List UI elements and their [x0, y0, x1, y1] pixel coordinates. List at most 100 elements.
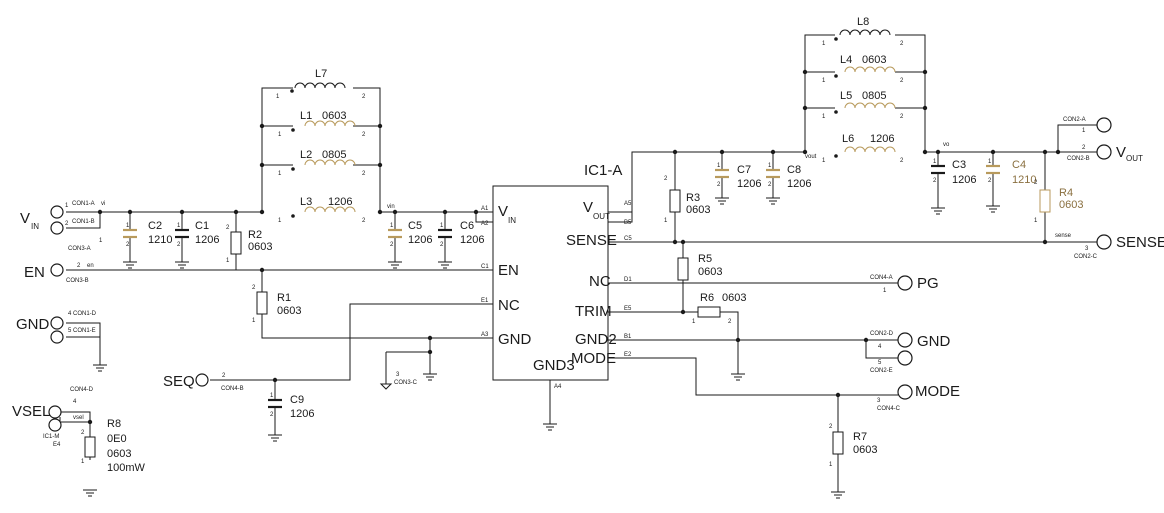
vin-label-main: V	[20, 210, 30, 227]
ground-icon	[831, 491, 845, 499]
l3-ref: L3	[300, 196, 312, 208]
vout-terminal-pad-1[interactable]	[1096, 117, 1112, 133]
r4-pin1: 1	[1034, 218, 1038, 224]
r1-pin2: 2	[252, 285, 256, 291]
ground-symbols	[83, 197, 1000, 499]
l5-pin1: 1	[822, 114, 826, 120]
r8-ref: R8	[107, 418, 121, 430]
r7-value: 0603	[853, 444, 877, 456]
ground-icon	[175, 261, 189, 269]
inductor-l8: L8 1 2	[822, 16, 904, 47]
seq-terminal-pad[interactable]	[195, 373, 209, 387]
capacitor-c9: 1 2 C9 1206	[267, 393, 314, 420]
sense-pin: 3	[1085, 246, 1089, 252]
ic-name: IC1-A	[584, 162, 622, 179]
sense-terminal-pad[interactable]	[1096, 234, 1112, 250]
l4-pin1: 1	[822, 78, 826, 84]
l4-ref: L4	[840, 54, 852, 66]
vsel-terminal-pad-1[interactable]	[48, 405, 62, 419]
c5-ref: C5	[408, 220, 422, 232]
c3-pin1: 1	[933, 159, 937, 165]
capacitor-c6: 1 2 C6 1206	[437, 220, 484, 248]
vsel-pin: 4	[73, 399, 77, 405]
capacitor-c1: 1 2 C1 1206	[174, 220, 219, 248]
ic-pin-nc-right: NC	[589, 273, 611, 290]
c5-value: 1206	[408, 234, 432, 246]
seq-terminal: SEQ 2 CON4-B	[163, 373, 244, 392]
c4-pin2: 2	[988, 178, 992, 184]
c4-ref: C4	[1012, 159, 1026, 171]
l6-value: 1206	[870, 133, 894, 145]
ground-icon	[83, 489, 97, 497]
en-terminal-pad[interactable]	[50, 263, 64, 277]
c3-pin2: 2	[933, 178, 937, 184]
gnd-left-con1e: 5 CON1-E	[68, 328, 96, 334]
ic-pin-trim: TRIM	[575, 303, 612, 320]
l6-pin2: 2	[900, 158, 904, 164]
sense-terminal: SENSE sense 3 CON2-C	[1055, 233, 1164, 260]
en-pin: 2	[77, 263, 81, 269]
vin-net-vi: vi	[101, 201, 105, 207]
r5-value: 0603	[698, 266, 722, 278]
vin-pin-1b: 1	[99, 238, 103, 244]
l6-ref: L6	[842, 133, 854, 145]
gnd-right-label: GND	[917, 333, 951, 350]
vsel-terminal-pad-2[interactable]	[48, 418, 62, 432]
pg-label: PG	[917, 275, 939, 292]
vout-con2b: CON2-B	[1067, 156, 1090, 162]
r3-pin2: 2	[664, 176, 668, 182]
r4-value: 0603	[1059, 199, 1083, 211]
c3-value: 1206	[952, 174, 976, 186]
ground-icon	[93, 364, 107, 372]
ic-pin-id-a2: A2	[481, 221, 489, 227]
ground-triangle-icon	[379, 383, 393, 390]
l8-pin2: 2	[900, 41, 904, 47]
resistor-r4: 2 1 R4 0603	[1034, 180, 1083, 224]
gnd-right-pad-1[interactable]	[897, 332, 913, 348]
ic-pin-id-a4: A4	[554, 384, 562, 390]
gnd-left-pad-2[interactable]	[50, 330, 64, 344]
c7-ref: C7	[737, 164, 751, 176]
r2-ref: R2	[248, 229, 262, 241]
l7-pin2: 2	[362, 94, 366, 100]
c7-pin2: 2	[717, 182, 721, 188]
c4-value: 1210	[1012, 174, 1036, 186]
gnd-right-pin-5: 5	[878, 360, 882, 366]
ic1-a-block: IC1-A V IN EN NC GND V OUT SENSE NC TRIM…	[481, 162, 632, 390]
mode-pin: 3	[877, 398, 881, 404]
gnd-right-con2e: CON2-E	[870, 368, 893, 374]
vsel-net: vsel	[73, 415, 84, 421]
mode-terminal-pad[interactable]	[897, 384, 913, 400]
net-label-vo: vo	[943, 142, 950, 148]
vin-terminal-pad-1[interactable]	[50, 205, 64, 219]
ground-icon	[388, 261, 402, 269]
c6-pin2: 2	[440, 242, 444, 248]
seq-label: SEQ	[163, 373, 195, 390]
vout-terminal-pad-2[interactable]	[1096, 144, 1112, 160]
seq-pin: 2	[222, 373, 226, 379]
c9-ref: C9	[290, 394, 304, 406]
gnd-right-pad-2[interactable]	[897, 350, 913, 366]
ic-pin-id-a5: A5	[624, 201, 632, 207]
ground-icon	[931, 207, 945, 215]
c2-value: 1210	[148, 234, 172, 246]
l5-ref: L5	[840, 90, 852, 102]
gnd-left-pad-1[interactable]	[50, 316, 64, 330]
c6-pin1: 1	[440, 223, 444, 229]
c6-ref: C6	[460, 220, 474, 232]
gnd-left-con1d: 4 CON1-D	[68, 311, 97, 317]
ic-pin-sense: SENSE	[566, 232, 617, 249]
r3-pin1: 1	[664, 218, 668, 224]
vin-pin-2: 2	[65, 221, 69, 227]
ic-pin-id-a3: A3	[481, 332, 489, 338]
l1-pin2: 2	[362, 132, 366, 138]
vin-terminal-pad-2[interactable]	[50, 221, 64, 235]
net-label-vout: vout	[805, 154, 817, 160]
r1-pin1: 1	[252, 318, 256, 324]
c8-pin1: 1	[768, 163, 772, 169]
pg-terminal-pad[interactable]	[897, 275, 913, 291]
r5-ref: R5	[698, 253, 712, 265]
l2-ref: L2	[300, 149, 312, 161]
inductor-l6: L6 1206 1 2	[822, 133, 904, 164]
